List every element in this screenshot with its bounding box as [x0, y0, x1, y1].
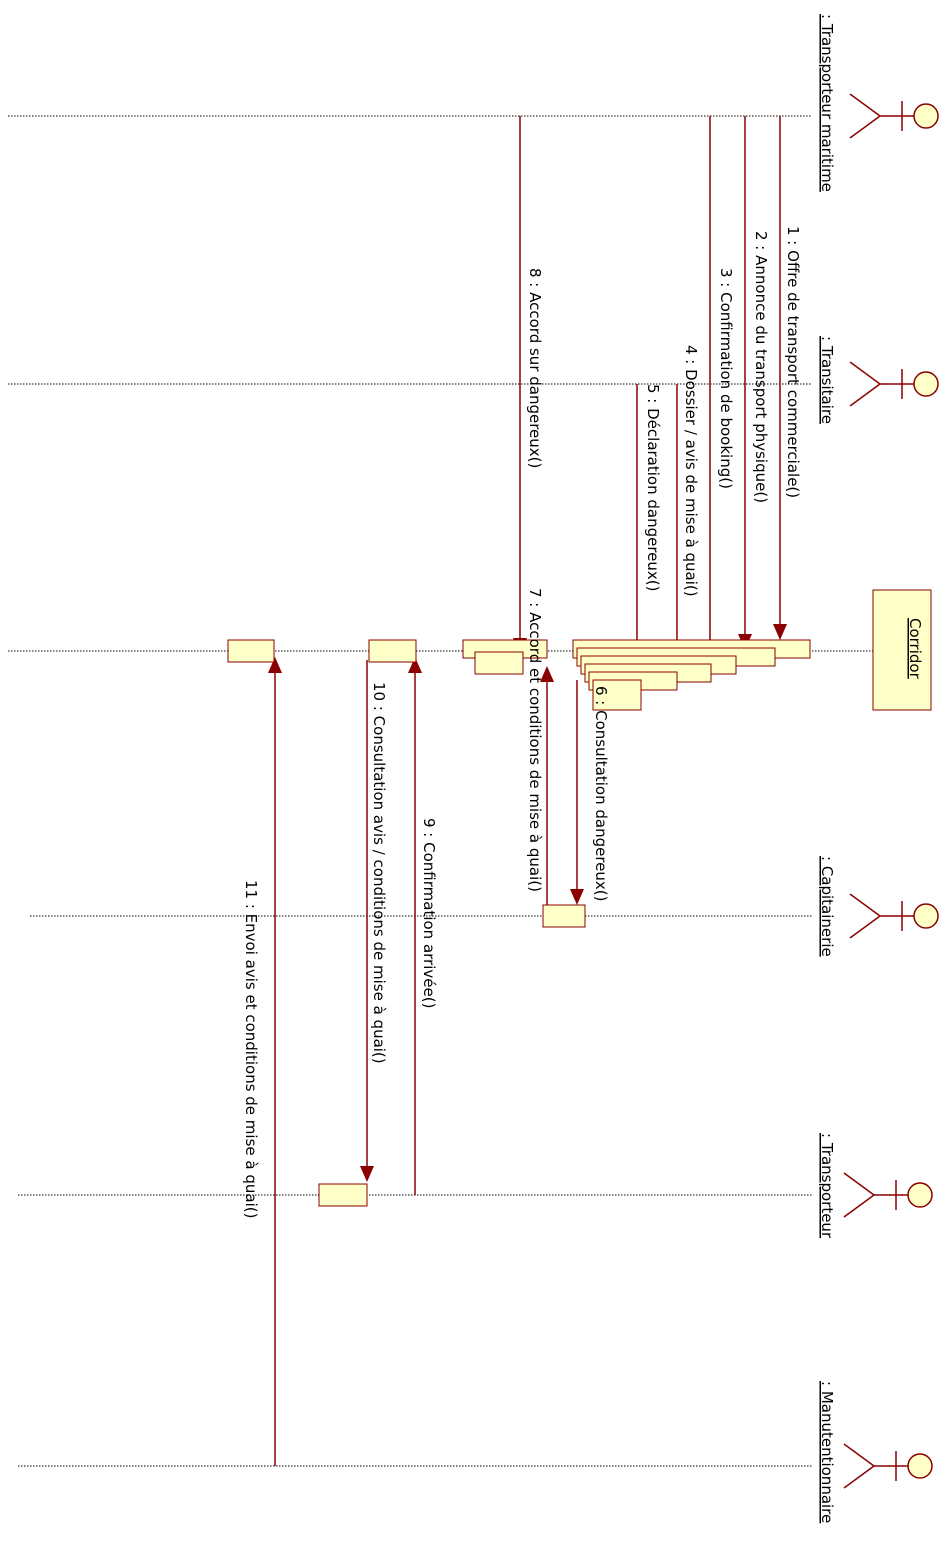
arrowhead-1	[773, 624, 787, 640]
corridor-object-box	[872, 589, 932, 711]
activation-bar-corridor-8	[474, 651, 524, 675]
activation-bar-corridor-6	[592, 679, 642, 711]
message-label-3: 3 : Confirmation de booking()	[717, 268, 735, 489]
message-label-7: 7 : Accord et conditions de mise à quai(…	[526, 588, 544, 892]
arrowhead-11	[268, 657, 282, 673]
actor-transporteur-maritime-icon	[849, 93, 939, 139]
lifeline-label-corridor: Corridor	[906, 618, 924, 680]
message-label-2: 2 : Annonce du transport physique()	[752, 231, 770, 503]
message-label-10: 10 : Consultation avis / conditions de m…	[370, 682, 388, 1064]
message-label-4: 4 : Dossier / avis de mise à quai()	[682, 345, 700, 597]
arrowhead-9	[408, 657, 422, 673]
lifeline-label-transporteur: : Transporteur	[818, 1133, 836, 1239]
arrowhead-10	[360, 1166, 374, 1182]
message-label-6: 6 : Consultation dangereux()	[592, 686, 610, 901]
actor-manutentionnaire-icon	[843, 1443, 933, 1489]
lifeline-label-transitaire: : Transitaire	[818, 336, 836, 424]
message-label-11: 11 : Envoi avis et conditions de mise à …	[242, 880, 260, 1218]
actor-capitainerie-icon	[849, 893, 939, 939]
message-label-8: 8 : Accord sur dangereux()	[526, 268, 544, 468]
actor-transporteur-icon	[843, 1172, 933, 1218]
message-label-9: 9 : Confirmation arrivée()	[420, 818, 438, 1008]
activation-bar-corridor-9	[368, 639, 417, 663]
activation-bar-capitainerie	[542, 904, 586, 928]
lifeline-label-capitainerie: : Capitainerie	[818, 856, 836, 957]
activation-bar-corridor-10	[227, 639, 275, 663]
message-label-1: 1 : Offre de transport commerciale()	[784, 226, 802, 498]
lifeline-label-manutentionnaire: : Manutentionnaire	[818, 1381, 836, 1523]
activation-bar-transporteur	[318, 1183, 368, 1207]
message-label-5: 5 : Déclaration dangereux()	[644, 384, 662, 592]
arrowhead-6	[570, 889, 584, 905]
lifeline-label-transporteur-maritime: : Transporteur maritime	[818, 14, 836, 192]
arrowhead-7	[540, 666, 554, 682]
actor-transitaire-icon	[849, 361, 939, 407]
